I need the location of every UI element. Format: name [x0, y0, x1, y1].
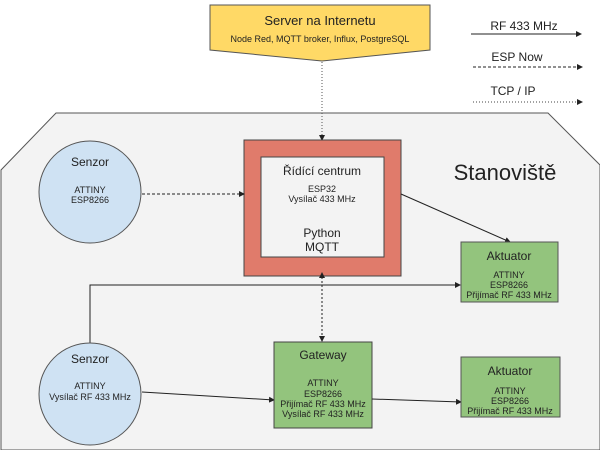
control-line: Vysílač 433 MHz: [288, 194, 356, 204]
sensor-line: ATTINY: [74, 381, 105, 391]
actuator-title: Aktuator: [487, 249, 532, 263]
gateway-title: Gateway: [299, 348, 346, 362]
sensor-line: ATTINY: [74, 185, 105, 195]
server-subtitle: Node Red, MQTT broker, Influx, PostgreSQ…: [231, 34, 410, 44]
legend-rf: RF 433 MHz: [490, 19, 557, 33]
sensor2-gateway-link: [141, 391, 275, 403]
control-title: Řídící centrum: [283, 163, 361, 178]
sensor-line: Vysílač RF 433 MHz: [49, 392, 131, 402]
control-line: ESP32: [308, 184, 336, 194]
station-area: [0, 112, 600, 450]
legend: RF 433 MHz ESP Now TCP / IP: [471, 19, 583, 105]
control-center[interactable]: Řídící centrum ESP32 Vysílač 433 MHz Pyt…: [243, 139, 402, 277]
gateway[interactable]: Gateway ATTINY ESP8266 Přijímač RF 433 M…: [273, 341, 373, 429]
actuator-line: ESP8266: [491, 396, 529, 406]
sensor-1[interactable]: Senzor ATTINY ESP8266: [38, 140, 142, 244]
actuator-line: Přijímač RF 433 MHz: [466, 290, 552, 300]
sensor-title: Senzor: [71, 352, 109, 366]
gateway-actuator-link: [371, 398, 462, 405]
control-line: Python: [303, 226, 340, 240]
actuator-line: ESP8266: [490, 280, 528, 290]
actuator-2[interactable]: Aktuator ATTINY ESP8266 Přijímač RF 433 …: [460, 356, 561, 418]
gateway-line: Přijímač RF 433 MHz: [280, 399, 366, 409]
gateway-line: ESP8266: [304, 389, 342, 399]
sensor-title: Senzor: [71, 155, 109, 169]
actuator-line: ATTINY: [494, 386, 525, 396]
actuator-line: Přijímač RF 433 MHz: [467, 406, 553, 416]
actuator-line: ATTINY: [493, 270, 524, 280]
gateway-line: ATTINY: [307, 378, 338, 388]
actuator-1[interactable]: Aktuator ATTINY ESP8266 Přijímač RF 433 …: [460, 241, 559, 303]
gateway-line: Vysílač RF 433 MHz: [282, 409, 364, 419]
sensor-line: ESP8266: [71, 195, 109, 205]
control-line: MQTT: [305, 240, 340, 254]
sensor-2[interactable]: Senzor ATTINY Vysílač RF 433 MHz: [38, 342, 142, 446]
server-title: Server na Internetu: [264, 13, 375, 28]
actuator-title: Aktuator: [488, 364, 533, 378]
server-node[interactable]: Server na Internetu Node Red, MQTT broke…: [209, 4, 431, 62]
station-label: Stanoviště: [454, 160, 557, 185]
sensor2-actuator-link: [89, 282, 461, 343]
control-actuator-link: [400, 193, 511, 243]
legend-esp-now: ESP Now: [491, 50, 542, 64]
legend-tcp: TCP / IP: [490, 84, 535, 98]
